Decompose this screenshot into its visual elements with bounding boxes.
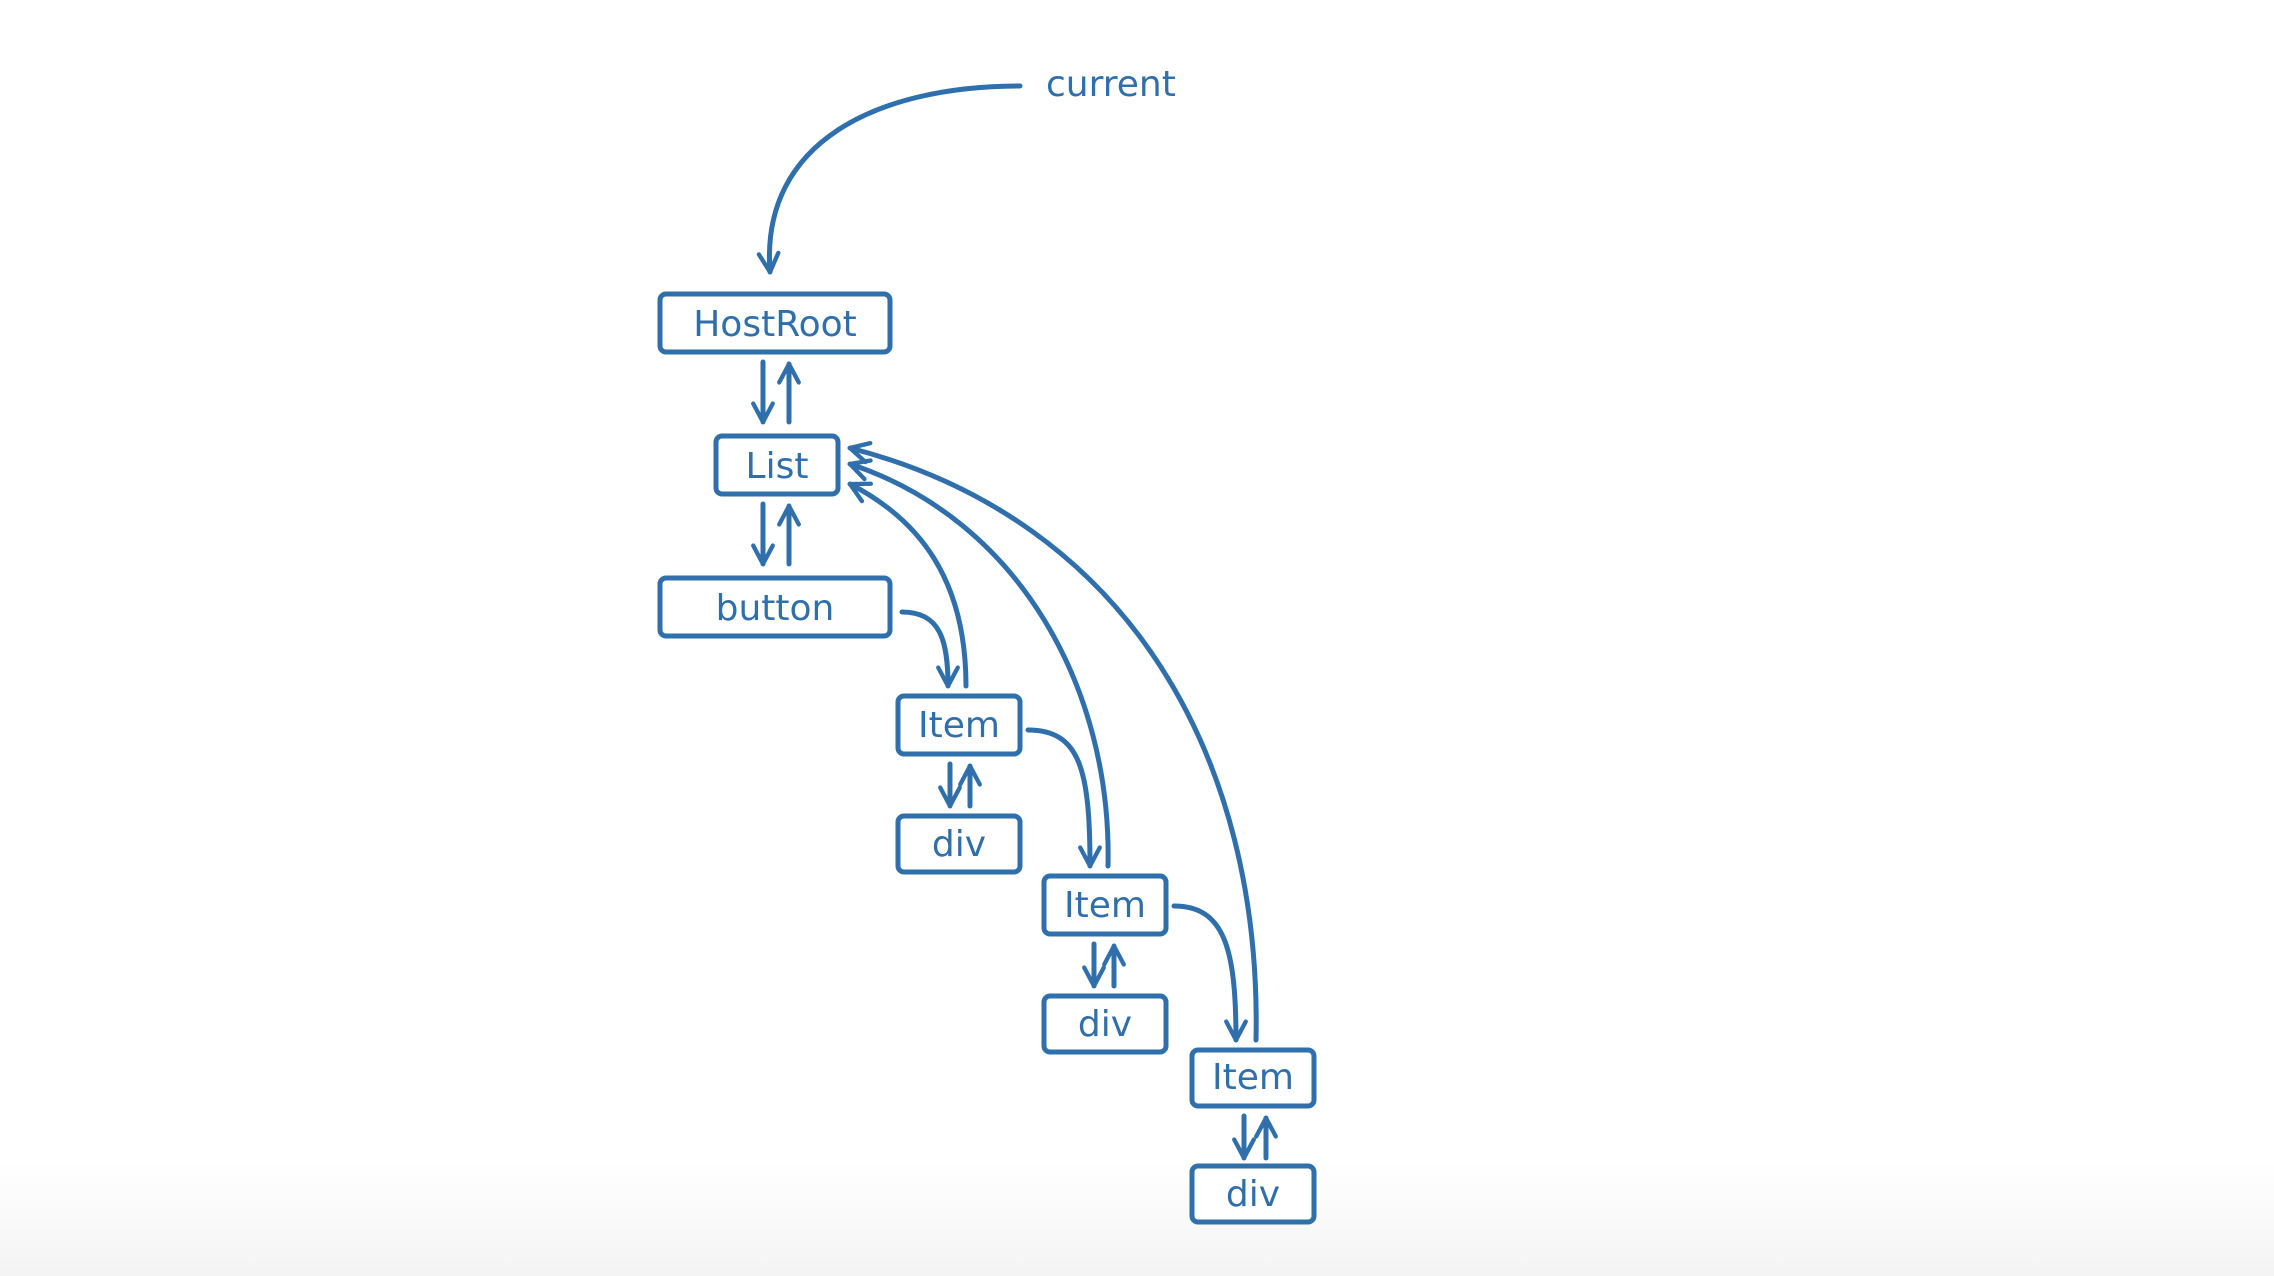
node-item-1-label: Item bbox=[918, 705, 1000, 746]
node-button-label: button bbox=[716, 588, 835, 629]
item3-to-list-return-arrow bbox=[847, 440, 1259, 1043]
node-hostroot-label: HostRoot bbox=[693, 304, 857, 345]
node-div-1-label: div bbox=[932, 824, 986, 865]
node-item-2-label: Item bbox=[1064, 885, 1146, 926]
node-div-2: div bbox=[1041, 993, 1169, 1055]
node-div-1: div bbox=[895, 813, 1023, 875]
item2-to-list-return-arrow bbox=[847, 458, 1111, 869]
node-list-label: List bbox=[746, 446, 809, 487]
node-list: List bbox=[713, 433, 841, 497]
item2-to-item3-sibling-arrow bbox=[1171, 903, 1248, 1043]
node-item-3-label: Item bbox=[1212, 1057, 1294, 1098]
item1-to-item2-sibling-arrow bbox=[1025, 727, 1102, 869]
node-div-2-label: div bbox=[1078, 1004, 1132, 1045]
node-item-2: Item bbox=[1041, 873, 1169, 937]
node-item-3: Item bbox=[1189, 1047, 1317, 1109]
node-hostroot: HostRoot bbox=[657, 291, 893, 355]
current-label: current bbox=[1046, 64, 1176, 105]
node-item-1: Item bbox=[895, 693, 1023, 757]
node-div-3: div bbox=[1189, 1163, 1317, 1225]
node-div-3-label: div bbox=[1226, 1174, 1280, 1215]
item1-to-list-return-arrow bbox=[847, 481, 969, 689]
button-to-item1-sibling-arrow bbox=[899, 609, 960, 689]
node-button: button bbox=[657, 575, 893, 639]
current-pointer-arrow bbox=[756, 83, 1023, 275]
